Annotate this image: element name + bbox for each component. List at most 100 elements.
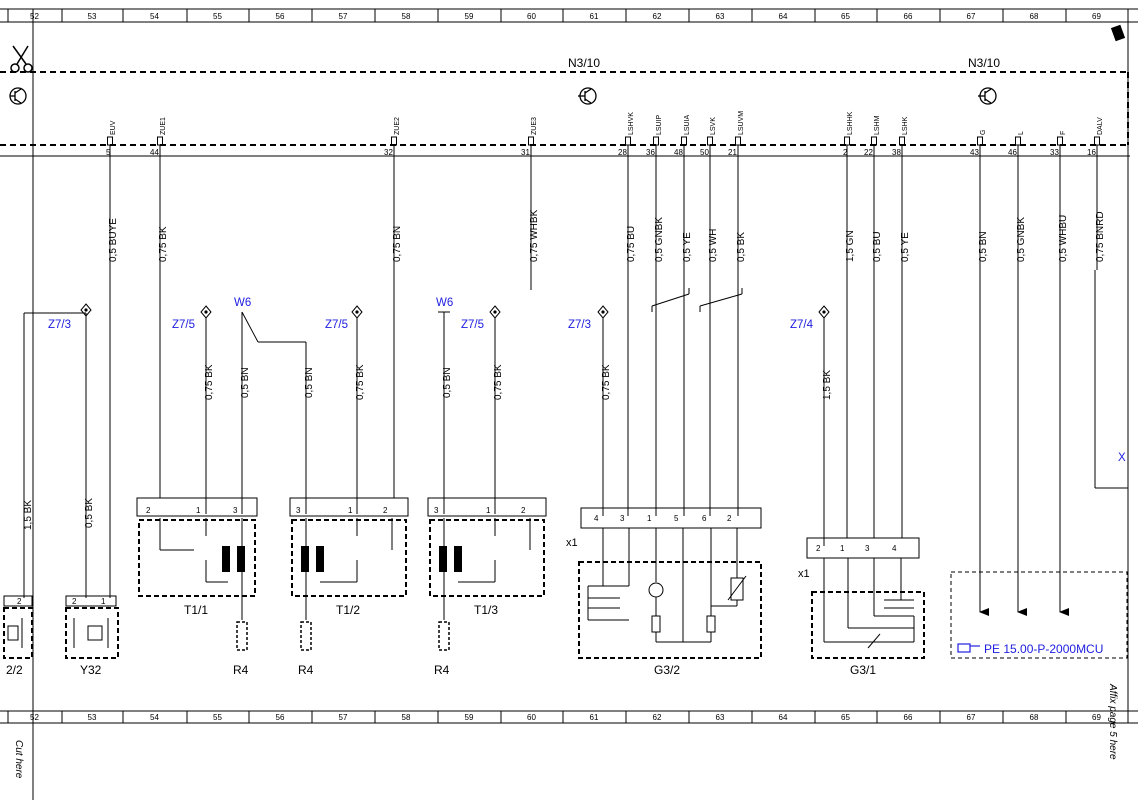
connector-pin: 2 xyxy=(816,544,821,553)
wire-label: 0,5 BK xyxy=(84,498,95,528)
pin-label: DALV xyxy=(1097,117,1104,135)
resistor-r4 xyxy=(300,621,312,651)
connector-ref: X xyxy=(1118,452,1126,464)
component-label: 2/2 xyxy=(6,663,23,677)
pin-terminal xyxy=(391,136,397,146)
reference-box xyxy=(950,571,1128,659)
grid-number: 53 xyxy=(88,12,97,21)
transistor-icon xyxy=(578,87,597,105)
pin-label: F xyxy=(1060,131,1067,135)
scissors-icon xyxy=(10,45,33,73)
pencil-icon xyxy=(1110,24,1126,42)
connector-pin: 4 xyxy=(594,514,599,523)
pin-label: LSHM xyxy=(874,115,881,135)
wire-label: 0,5 WH xyxy=(708,229,719,262)
pin-label: LSUVM xyxy=(738,111,745,135)
diamond-icon xyxy=(200,305,212,319)
connector-pin: 6 xyxy=(702,514,707,523)
connector-ref: Z7/5 xyxy=(325,319,348,331)
module-label-center: N3/10 xyxy=(568,56,600,70)
coil-winding xyxy=(237,546,245,572)
left-power-wire xyxy=(23,312,86,598)
connector-pin: 2 xyxy=(727,514,732,523)
pin-number: 31 xyxy=(521,148,530,157)
pin-number: 5 xyxy=(106,148,111,157)
reference-link[interactable]: PE 15.00-P-2000MCU xyxy=(984,642,1103,656)
grid-number: 60 xyxy=(527,12,536,21)
component-label: T1/1 xyxy=(184,603,208,617)
pin-number: 21 xyxy=(728,148,737,157)
pin-label: EUV xyxy=(110,120,117,135)
pin-terminal xyxy=(1015,136,1021,146)
wire-label: 0,5 BN xyxy=(240,367,251,398)
affix-note: Affix page 5 here xyxy=(1107,683,1118,760)
grid-number: 66 xyxy=(904,713,913,722)
grid-number: 53 xyxy=(88,713,97,722)
grid-number: 55 xyxy=(213,12,222,21)
wire-label: 1,5 BK xyxy=(822,370,833,400)
pin-number: 50 xyxy=(700,148,709,157)
grid-number: 63 xyxy=(716,12,725,21)
wire-label: 0,5 BN xyxy=(978,231,989,262)
connector-pin: 2 xyxy=(383,506,388,515)
grid-number: 52 xyxy=(30,12,39,21)
diamond-icon xyxy=(80,303,92,317)
pin-number: 46 xyxy=(1008,148,1017,157)
pin-terminal xyxy=(625,136,631,146)
connector-pin: 3 xyxy=(434,506,439,515)
component-label: T1/3 xyxy=(474,603,498,617)
pin-label: LSVK xyxy=(710,117,717,135)
pin-label: ZUE3 xyxy=(531,117,538,135)
pin-label: G xyxy=(980,130,987,135)
grid-number: 68 xyxy=(1030,713,1039,722)
resistor-r4 xyxy=(236,621,248,651)
connector-ref: W6 xyxy=(234,297,251,309)
pin-number: 22 xyxy=(864,148,873,157)
pin-number: 16 xyxy=(1087,148,1096,157)
connector-pin: 1 xyxy=(647,514,652,523)
grid-number: 61 xyxy=(590,12,599,21)
connector-pin: 1 xyxy=(196,506,201,515)
coil-winding xyxy=(439,546,447,572)
control-unit-boundary xyxy=(0,71,1130,157)
pin-terminal xyxy=(1057,136,1063,146)
grid-number: 54 xyxy=(150,12,159,21)
connector-pin: 3 xyxy=(620,514,625,523)
wire-label: 0,75 BK xyxy=(204,364,215,400)
connector-label: x1 xyxy=(798,568,810,580)
oxygen-sensor-g31 xyxy=(806,537,925,659)
wire-label: 0,75 BK xyxy=(355,364,366,400)
connector-ref: Z7/3 xyxy=(48,319,71,331)
wire-label: 0,75 BK xyxy=(601,364,612,400)
component-label: G3/2 xyxy=(654,663,680,677)
y32-solenoid-valve xyxy=(65,595,119,659)
connector-ref: W6 xyxy=(436,297,453,309)
coil-winding xyxy=(454,546,462,572)
wire-label: 0,5 GNBK xyxy=(1016,217,1027,262)
wire-label: 0,5 BK xyxy=(736,232,747,262)
grid-number: 60 xyxy=(527,713,536,722)
wire-label: 0,75 BU xyxy=(626,226,637,262)
solenoid-valve-left xyxy=(3,595,33,659)
pin-terminal xyxy=(735,136,741,146)
diamond-icon xyxy=(818,305,830,319)
connector-pin: 4 xyxy=(892,544,897,553)
pin-terminal xyxy=(707,136,713,146)
grid-number: 57 xyxy=(339,713,348,722)
pin-number: 32 xyxy=(384,148,393,157)
pin-label: L xyxy=(1018,131,1025,135)
connector-pin: 1 xyxy=(101,597,106,606)
grid-number: 67 xyxy=(967,713,976,722)
wire-label: 0,5 BN xyxy=(304,367,315,398)
wire-label: 0,75 WHBK xyxy=(529,209,540,262)
pin-number: 28 xyxy=(618,148,627,157)
pin-terminal xyxy=(653,136,659,146)
grid-number: 63 xyxy=(716,713,725,722)
pin-label: LSHK xyxy=(902,116,909,135)
pointing-hand-icon xyxy=(957,643,980,653)
grid-number: 65 xyxy=(841,713,850,722)
wire-label: 0,75 BN xyxy=(392,226,403,262)
